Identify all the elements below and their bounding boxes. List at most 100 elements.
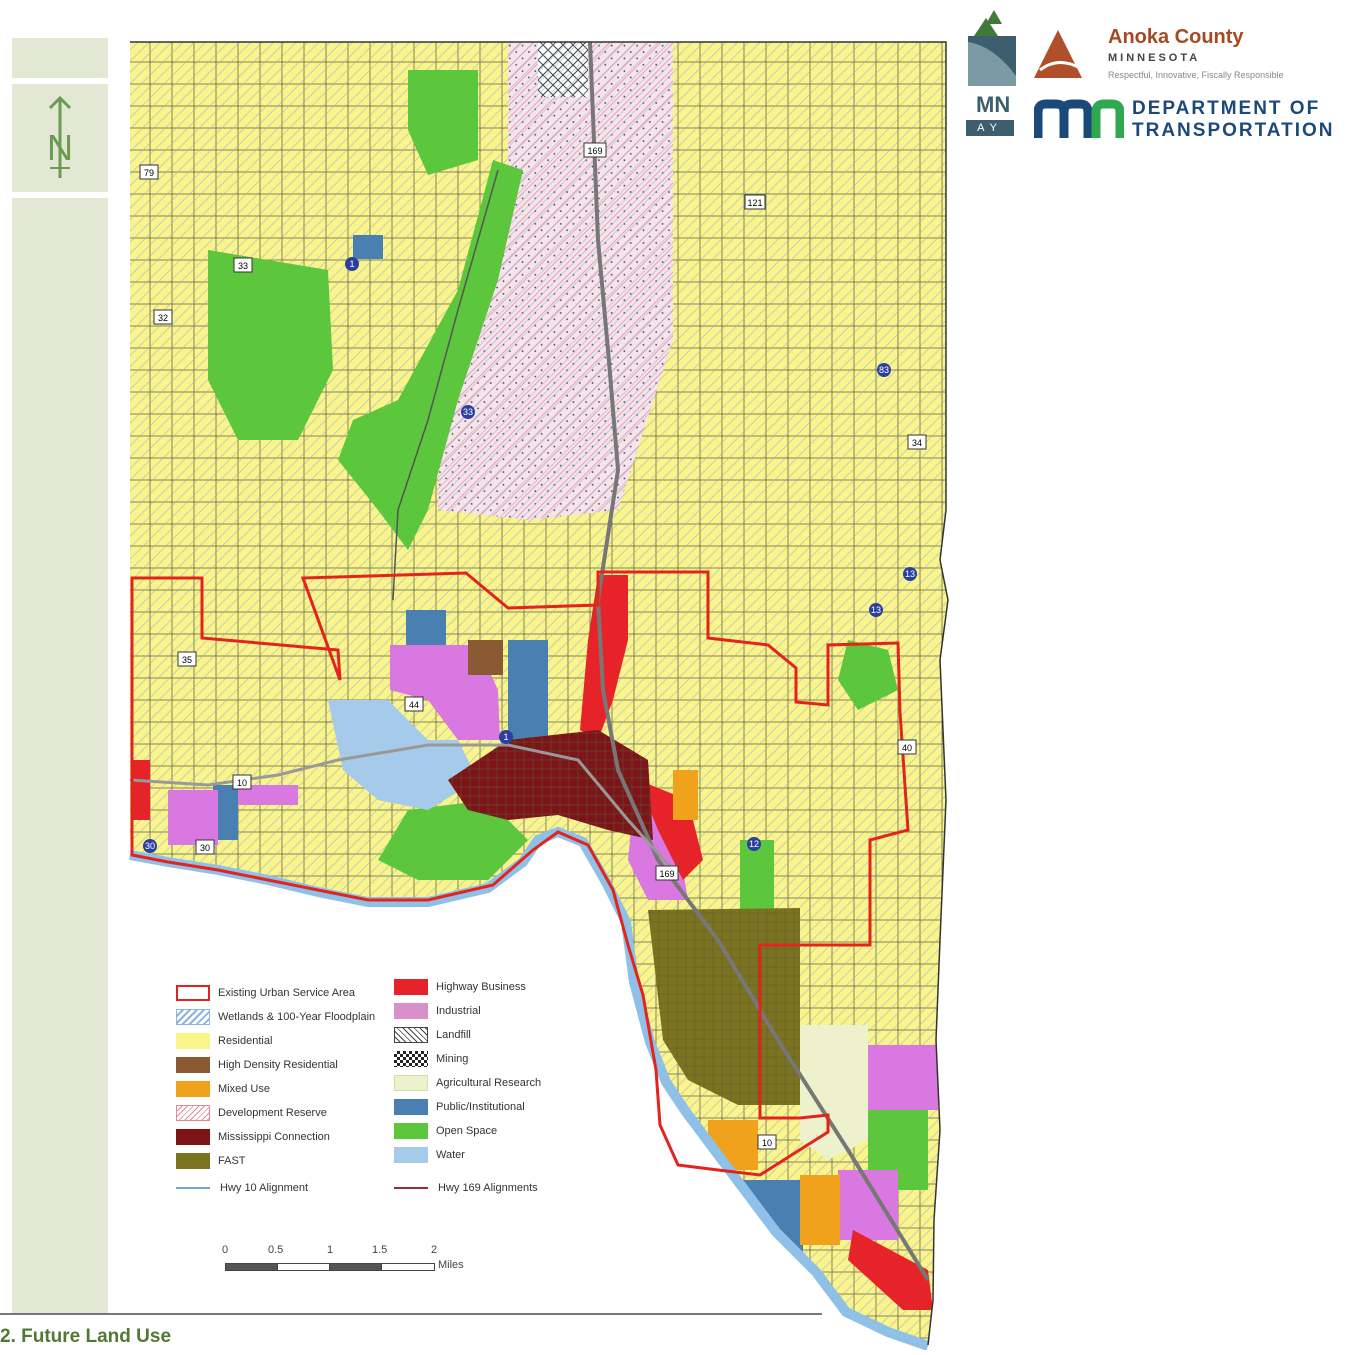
road-shield: 13 bbox=[903, 567, 917, 581]
legend-swatch bbox=[176, 1081, 210, 1097]
anoka-logo-icon bbox=[1034, 30, 1082, 78]
road-shield: 12 bbox=[747, 837, 761, 851]
scale-tick: 1 bbox=[327, 1244, 334, 1256]
land-use-map: 79 33 32 169 121 1 33 83 34 13 13 35 44 … bbox=[128, 40, 950, 1351]
north-arrow: N bbox=[36, 92, 84, 184]
mississippi-river bbox=[129, 826, 930, 1351]
svg-text:10: 10 bbox=[762, 1138, 772, 1148]
svg-text:1: 1 bbox=[503, 732, 508, 742]
anoka-county-name: Anoka County bbox=[1108, 26, 1244, 48]
legend-label: Residential bbox=[218, 1035, 273, 1047]
legend-label: High Density Residential bbox=[218, 1059, 338, 1071]
highway-169-road bbox=[588, 42, 930, 1282]
legend-item: Open Space bbox=[394, 1122, 497, 1140]
svg-text:169: 169 bbox=[587, 146, 602, 156]
highway-business-area bbox=[848, 1230, 933, 1310]
svg-text:12: 12 bbox=[749, 839, 759, 849]
svg-text:121: 121 bbox=[747, 198, 762, 208]
anoka-state-label: MINNESOTA bbox=[1108, 52, 1201, 64]
svg-text:13: 13 bbox=[871, 605, 881, 615]
scale-segment bbox=[225, 1263, 278, 1271]
scale-tick: 2 bbox=[431, 1244, 438, 1256]
scale-segment bbox=[277, 1263, 330, 1271]
road-shield: 169 bbox=[583, 142, 607, 158]
mndot-title-line2: TRANSPORTATION bbox=[1132, 120, 1335, 141]
svg-text:30: 30 bbox=[145, 841, 155, 851]
legend-label: Development Reserve bbox=[218, 1107, 327, 1119]
legend-swatch bbox=[394, 1123, 428, 1139]
svg-text:83: 83 bbox=[879, 365, 889, 375]
road-shield: 83 bbox=[877, 363, 891, 377]
scale-tick: 1.5 bbox=[372, 1244, 388, 1256]
svg-text:33: 33 bbox=[463, 407, 473, 417]
legend-line-swatch bbox=[394, 1187, 428, 1189]
mississippi-grid bbox=[448, 730, 653, 840]
road-shield: 13 bbox=[869, 603, 883, 617]
legend-swatch bbox=[394, 1075, 428, 1091]
svg-text:169: 169 bbox=[659, 869, 674, 879]
sidebar-panel bbox=[12, 38, 108, 1313]
legend-swatch bbox=[394, 1027, 428, 1043]
legend-item: FAST bbox=[176, 1152, 246, 1170]
county-border bbox=[130, 41, 949, 1346]
byway-ay-text: AY bbox=[966, 120, 1014, 136]
svg-text:44: 44 bbox=[409, 700, 419, 710]
svg-text:79: 79 bbox=[144, 168, 154, 178]
highway-business-area bbox=[580, 575, 628, 740]
legend-item: Mississippi Connection bbox=[176, 1128, 330, 1146]
legend-item: Water bbox=[394, 1146, 465, 1164]
road-shield: 34 bbox=[907, 434, 927, 450]
road-shield: 1 bbox=[499, 730, 513, 744]
mixed-use-area bbox=[800, 1175, 840, 1245]
legend-item: Landfill bbox=[394, 1026, 471, 1044]
svg-text:30: 30 bbox=[200, 843, 210, 853]
open-space-area bbox=[378, 800, 528, 880]
road-shield: 44 bbox=[404, 696, 424, 712]
urban-service-area-boundary bbox=[130, 570, 910, 1177]
highway-business-area bbox=[132, 760, 150, 820]
legend-label: Water bbox=[436, 1149, 465, 1161]
legend-label: Existing Urban Service Area bbox=[218, 987, 355, 999]
legend-item: Agricultural Research bbox=[394, 1074, 541, 1092]
legend-line-swatch bbox=[176, 1187, 210, 1189]
mndot-logo-icon bbox=[1034, 99, 1124, 138]
road-shield: 10 bbox=[757, 1134, 777, 1150]
anoka-tagline: Respectful, Innovative, Fiscally Respons… bbox=[1108, 70, 1284, 80]
legend-label: Open Space bbox=[436, 1125, 498, 1137]
figure-caption: 2. Future Land Use bbox=[0, 1326, 172, 1347]
logos-area: MN AY Anoka County MINNESOTA Respectful,… bbox=[962, 6, 1352, 146]
legend-label: Industrial bbox=[436, 1005, 481, 1017]
legend-swatch bbox=[176, 1009, 210, 1025]
legend-swatch bbox=[176, 1153, 210, 1169]
legend-item: Mining bbox=[394, 1050, 468, 1068]
legend-label: Mixed Use bbox=[218, 1083, 270, 1095]
road-shield: 30 bbox=[143, 839, 157, 853]
water-area bbox=[328, 700, 478, 810]
legend-label: Landfill bbox=[436, 1029, 471, 1041]
highway-10-road bbox=[130, 743, 675, 872]
legend-label: Highway Business bbox=[436, 981, 526, 993]
open-space-area bbox=[838, 640, 898, 710]
high-density-area bbox=[468, 640, 503, 675]
svg-text:40: 40 bbox=[902, 743, 912, 753]
legend-swatch bbox=[176, 985, 210, 1001]
public-area bbox=[353, 235, 383, 259]
road-shield: 32 bbox=[153, 309, 173, 325]
rail-line bbox=[392, 169, 499, 601]
north-arrow-icon: N bbox=[47, 95, 73, 178]
map-legend: Existing Urban Service Area Wetlands & 1… bbox=[176, 979, 576, 1202]
north-letter: N bbox=[47, 127, 73, 168]
legend-swatch bbox=[394, 979, 428, 995]
svg-text:32: 32 bbox=[158, 313, 168, 323]
svg-text:34: 34 bbox=[912, 438, 922, 448]
road-shield: 10 bbox=[232, 774, 252, 790]
industrial-area bbox=[168, 790, 218, 845]
byway-mn-text: MN bbox=[976, 92, 1011, 117]
legend-line-item: Hwy 10 Alignment bbox=[176, 1179, 308, 1197]
svg-text:35: 35 bbox=[182, 655, 192, 665]
scale-bar: 0 0.5 1 1.5 2 Miles bbox=[220, 1244, 480, 1278]
road-shield: 121 bbox=[744, 194, 766, 210]
industrial-area bbox=[868, 1045, 938, 1110]
legend-swatch bbox=[176, 1129, 210, 1145]
legend-label: Public/Institutional bbox=[436, 1101, 525, 1113]
